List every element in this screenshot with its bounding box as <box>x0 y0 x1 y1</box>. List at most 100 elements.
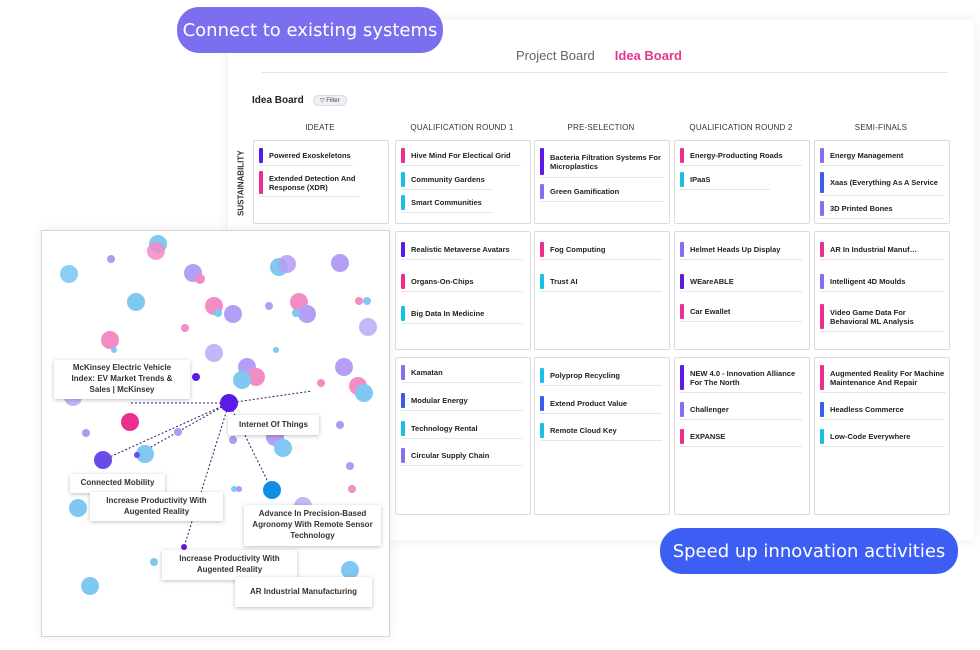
idea-network-graph[interactable]: McKinsey Electric Vehicle Index: EV Mark… <box>41 230 390 637</box>
network-node[interactable] <box>317 379 325 387</box>
idea-card[interactable]: Remote Cloud Key <box>540 421 662 441</box>
filter-button[interactable]: ▽ Filter <box>313 95 347 106</box>
network-node[interactable] <box>127 293 145 311</box>
network-node[interactable] <box>136 445 154 463</box>
network-node[interactable] <box>101 331 119 349</box>
idea-card[interactable]: Modular Energy <box>401 391 523 411</box>
network-node[interactable] <box>107 255 115 263</box>
network-node[interactable] <box>94 451 112 469</box>
idea-card[interactable]: NEW 4.0 - Innovation Alliance For The No… <box>680 363 802 393</box>
network-label[interactable]: McKinsey Electric Vehicle Index: EV Mark… <box>54 360 190 399</box>
idea-card[interactable]: 3D Printed Bones <box>820 199 944 219</box>
network-node[interactable] <box>69 499 87 517</box>
network-label[interactable]: Increase Productivity With Augented Real… <box>162 550 297 580</box>
idea-card[interactable]: Technology Rental <box>401 419 523 439</box>
connect-systems-banner[interactable]: Connect to existing systems <box>177 7 443 53</box>
network-node[interactable] <box>346 462 354 470</box>
idea-card[interactable]: Powered Exoskeletons <box>259 146 353 166</box>
network-node[interactable] <box>181 544 187 550</box>
idea-card[interactable]: Intelligent 4D Moulds <box>820 272 944 292</box>
idea-card[interactable]: Polyprop Recycling <box>540 366 662 386</box>
network-node[interactable] <box>336 421 344 429</box>
idea-card[interactable]: Headless Commerce <box>820 400 944 420</box>
speed-up-banner[interactable]: Speed up innovation activities <box>660 528 958 574</box>
idea-card[interactable]: WEareABLE <box>680 272 802 292</box>
board-cell: Helmet Heads Up Display WEareABLE Car Ew… <box>674 231 810 350</box>
network-node[interactable] <box>363 297 371 305</box>
network-node[interactable] <box>81 577 99 595</box>
idea-card[interactable]: Car Ewallet <box>680 302 802 322</box>
idea-card[interactable]: Realistic Metaverse Avatars <box>401 240 523 260</box>
idea-card[interactable]: Community Gardens <box>401 170 493 190</box>
network-node[interactable] <box>224 305 242 323</box>
network-label[interactable]: Connected Mobility <box>70 474 165 493</box>
network-node[interactable] <box>147 242 165 260</box>
network-node[interactable] <box>214 309 222 317</box>
network-node[interactable] <box>229 436 237 444</box>
idea-card[interactable]: Big Data In Medicine <box>401 304 523 324</box>
idea-card[interactable]: Trust AI <box>540 272 662 292</box>
idea-card[interactable]: Bacteria Filtration Systems For Micropla… <box>540 146 664 178</box>
network-node[interactable] <box>292 309 300 317</box>
idea-card[interactable]: Video Game Data For Behavioral ML Analys… <box>820 302 944 332</box>
network-node[interactable] <box>231 486 237 492</box>
idea-card[interactable]: Hive Mind For Electical Grid <box>401 146 521 166</box>
network-node-selected[interactable] <box>220 394 238 412</box>
network-node[interactable] <box>335 358 353 376</box>
network-node[interactable] <box>278 255 296 273</box>
idea-card[interactable]: Smart Communities <box>401 193 493 213</box>
network-node[interactable] <box>359 318 377 336</box>
network-node[interactable] <box>121 413 139 431</box>
tab-idea-board[interactable]: Idea Board <box>614 48 682 63</box>
network-node[interactable] <box>134 452 140 458</box>
network-node[interactable] <box>247 368 265 386</box>
network-node[interactable] <box>150 558 158 566</box>
idea-card[interactable]: Organs-On-Chips <box>401 272 523 292</box>
idea-card[interactable]: Xaas (Everything As A Service <box>820 170 944 196</box>
idea-card[interactable]: IPaaS <box>680 170 770 190</box>
idea-card[interactable]: AR In Industrial Manuf… <box>820 240 944 260</box>
network-node[interactable] <box>205 344 223 362</box>
network-node[interactable] <box>341 561 359 579</box>
idea-card[interactable]: Extended Detection And Response (XDR) <box>259 169 359 197</box>
card-color-bar <box>401 365 405 380</box>
network-label[interactable]: Advance In Precision-Based Agronomy With… <box>244 505 381 546</box>
network-node[interactable] <box>181 324 189 332</box>
idea-card[interactable]: Green Gamification <box>540 182 664 202</box>
network-node[interactable] <box>236 486 242 492</box>
network-node[interactable] <box>273 347 279 353</box>
network-node[interactable] <box>263 481 281 499</box>
tab-project-board[interactable]: Project Board <box>516 48 595 63</box>
card-title: Low-Code Everywhere <box>830 432 911 441</box>
idea-card[interactable]: Extend Product Value <box>540 394 662 414</box>
idea-card[interactable]: Fog Computing <box>540 240 662 260</box>
network-node[interactable] <box>174 428 182 436</box>
idea-card[interactable]: Low-Code Everywhere <box>820 427 944 447</box>
idea-card[interactable]: Kamatan <box>401 363 523 383</box>
network-label[interactable]: AR Industrial Manufacturing <box>235 577 372 607</box>
network-label[interactable]: Increase Productivity With Augented Real… <box>90 492 223 521</box>
network-node[interactable] <box>233 371 251 389</box>
idea-card[interactable]: Energy Management <box>820 146 944 166</box>
idea-card[interactable]: EXPANSE <box>680 427 802 447</box>
network-label[interactable]: Internet Of Things <box>228 415 319 435</box>
network-node[interactable] <box>274 439 292 457</box>
network-node[interactable] <box>331 254 349 272</box>
idea-card[interactable]: Challenger <box>680 400 802 420</box>
network-node[interactable] <box>192 373 200 381</box>
idea-card[interactable]: Helmet Heads Up Display <box>680 240 802 260</box>
card-title: Polyprop Recycling <box>550 371 621 380</box>
network-node[interactable] <box>265 302 273 310</box>
idea-card[interactable]: Circular Supply Chain <box>401 446 523 466</box>
network-node[interactable] <box>82 429 90 437</box>
network-node[interactable] <box>348 485 356 493</box>
network-node[interactable] <box>355 297 363 305</box>
idea-card[interactable]: Energy-Producting Roads <box>680 146 802 166</box>
card-color-bar <box>820 304 824 329</box>
network-node[interactable] <box>355 384 373 402</box>
network-node[interactable] <box>298 305 316 323</box>
network-node[interactable] <box>111 347 117 353</box>
network-node[interactable] <box>195 274 205 284</box>
idea-card[interactable]: Augmented Reality For Machine Maintenanc… <box>820 363 946 393</box>
network-node[interactable] <box>60 265 78 283</box>
